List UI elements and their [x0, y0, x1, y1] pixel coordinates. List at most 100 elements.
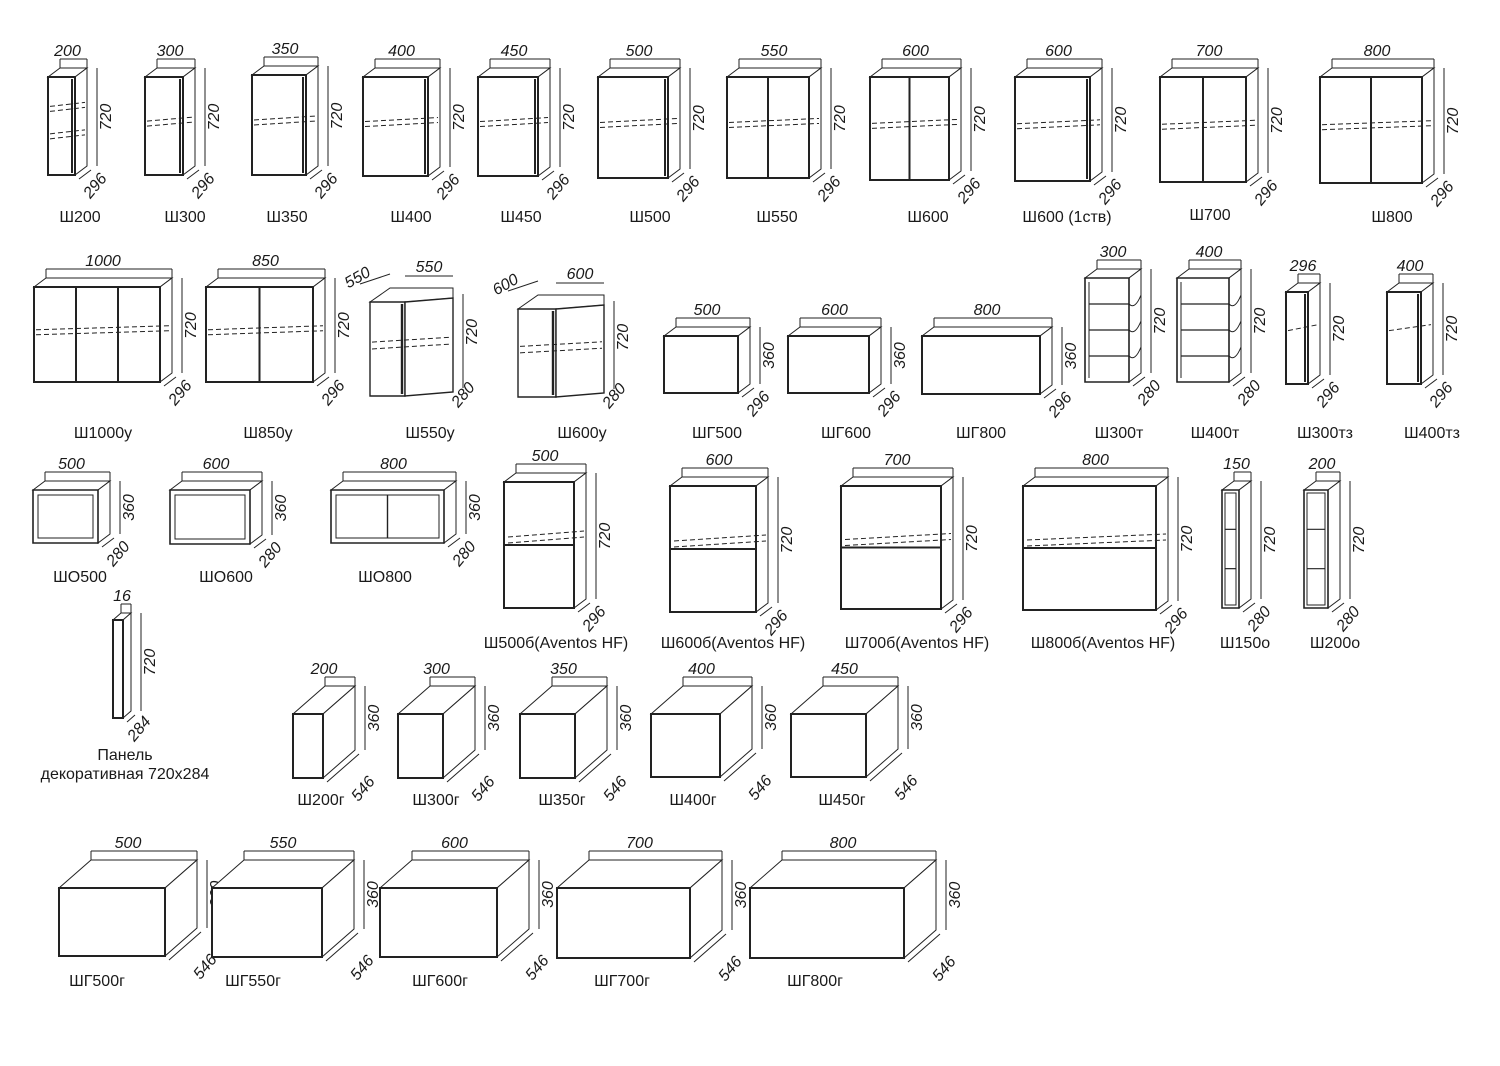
dimension-label: 720	[329, 103, 346, 130]
front-face	[749, 887, 905, 959]
shelf-dashed	[871, 123, 960, 129]
dimension-label: 546	[715, 953, 745, 984]
dim-line	[1159, 604, 1173, 615]
dim-line	[316, 376, 330, 387]
shelf-dashed	[479, 117, 549, 123]
dim-line	[325, 932, 359, 962]
dim-line	[1249, 176, 1263, 187]
dimension-label: 720	[561, 104, 578, 131]
dimension-label: 200	[310, 661, 338, 678]
dimension-label: 500	[532, 448, 559, 465]
dim-line	[309, 169, 323, 180]
cabinet-label: Ш300тз	[1297, 425, 1353, 442]
front-face	[787, 335, 870, 394]
dimension-label: 600	[706, 452, 733, 469]
dim-line	[186, 169, 200, 180]
shelf-dashed	[49, 101, 86, 107]
side-face	[1155, 476, 1169, 611]
top-face	[668, 476, 770, 487]
shelf-dashed	[1321, 125, 1433, 131]
side-front-face	[404, 297, 454, 397]
dimension-label: 546	[745, 772, 775, 803]
dim-line	[78, 169, 92, 180]
dimension-label: 720	[597, 523, 614, 550]
dimension-label: 200	[1308, 456, 1336, 473]
front-face	[112, 619, 124, 719]
top-face	[32, 277, 174, 288]
cabinet-label: ШГ700г	[594, 973, 650, 990]
cabinet-label: Ш450	[500, 209, 541, 226]
dim-line	[101, 537, 115, 548]
dimension-label: 600	[1045, 43, 1072, 60]
cabinet-label: ШГ600г	[412, 973, 468, 990]
dimension-label: 296	[1289, 258, 1317, 275]
cabinet-label: ШГ550г	[225, 973, 281, 990]
cabinet-label: декоративная 720х284	[41, 766, 210, 783]
shelf-dashed	[1321, 120, 1433, 126]
dim-line	[1331, 602, 1345, 613]
dimension-label: 300	[423, 661, 450, 678]
cabinet-label: Ш300г	[412, 792, 459, 809]
dimension-label: 550	[342, 264, 374, 292]
cabinet-label: Ш800б(Aventos HF)	[1031, 635, 1175, 652]
side-face	[97, 480, 111, 544]
dimension-label: 360	[761, 342, 778, 369]
side-face	[755, 476, 769, 613]
dimension-label: 720	[972, 106, 989, 133]
dimension-label: 600	[567, 266, 594, 283]
cabinet-label: Ш150о	[1220, 635, 1270, 652]
dimension-label: 720	[98, 104, 115, 131]
shelf-dashed	[49, 134, 86, 140]
dimension-label: 800	[1082, 452, 1109, 469]
cabinet-label: Ш850у	[243, 425, 292, 442]
dim-line	[163, 376, 177, 387]
front-face	[292, 713, 324, 779]
dimension-label: 300	[1100, 244, 1127, 261]
top-face	[204, 277, 327, 288]
dimension-label: 720	[142, 649, 159, 676]
side-face	[808, 67, 822, 179]
side-face	[537, 67, 551, 177]
cabinet-label: ШО500	[53, 569, 107, 586]
cabinet-label: ШО800	[358, 569, 412, 586]
shelf-dashed	[728, 117, 820, 123]
cabinet-label: Ш600 (1ств)	[1022, 209, 1111, 226]
dimension-label: 800	[380, 456, 407, 473]
cabinet-label: Ш350	[266, 209, 307, 226]
dimension-label: 800	[830, 835, 857, 852]
dim-line	[693, 933, 727, 963]
side-face	[737, 326, 751, 394]
cabinet-label: Ш200о	[1310, 635, 1360, 652]
dimension-label: 720	[615, 324, 632, 351]
dimension-label: 720	[1179, 526, 1196, 553]
cabinet-label: Ш200г	[297, 792, 344, 809]
shelf-dashed	[599, 117, 679, 123]
shelf-dashed	[364, 122, 439, 128]
shelf-dashed	[871, 118, 960, 124]
dim-line	[326, 753, 360, 783]
dimension-label: 720	[1252, 308, 1269, 335]
shelf-dashed	[1026, 539, 1167, 547]
top-face	[839, 476, 955, 487]
side-face	[305, 65, 319, 176]
side-face	[74, 67, 88, 176]
dimension-label: 360	[121, 494, 138, 521]
dim-line	[1093, 175, 1107, 186]
cabinet-label: ШГ500г	[69, 973, 125, 990]
